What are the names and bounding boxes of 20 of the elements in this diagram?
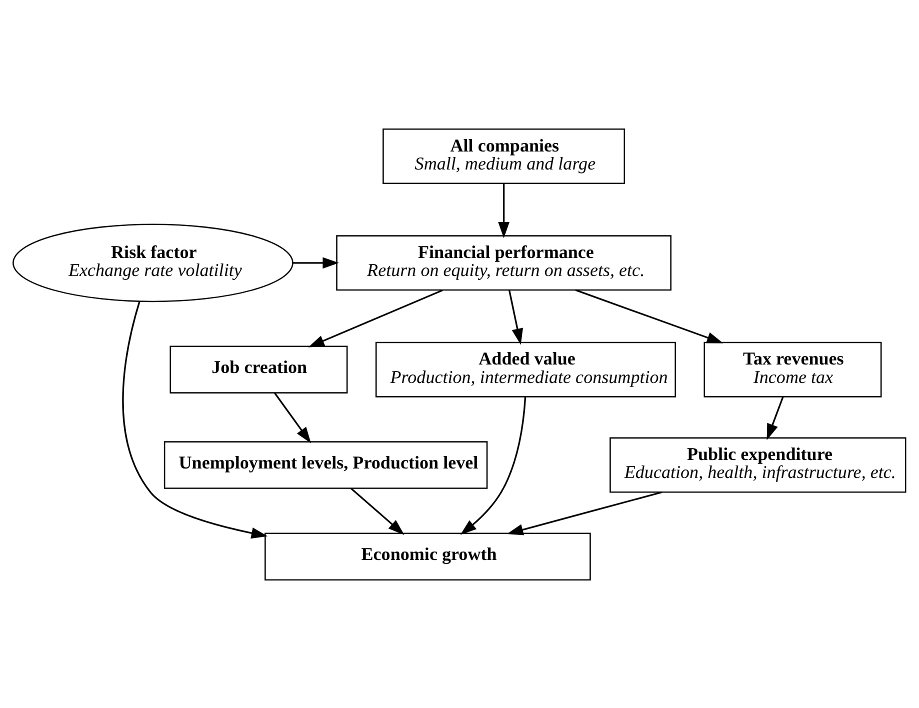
arrow	[498, 183, 510, 238]
node-box: Financial performance Return on equity, return on assets, etc.	[336, 234, 672, 290]
arrow	[508, 290, 523, 344]
node-box: Job creation	[170, 345, 348, 393]
arrow	[292, 256, 339, 268]
arrow	[308, 288, 443, 347]
arrow	[350, 487, 404, 534]
node-ellipse: Risk factor Exchange rate volatility	[12, 223, 294, 302]
node-box: Unemployment levels, Production level	[164, 440, 488, 488]
node-box: Economic growth	[264, 532, 591, 580]
arrow	[122, 300, 268, 538]
arrow	[274, 392, 312, 443]
node-box: Public expenditure Education, health, infrastructure, etc.	[610, 436, 906, 492]
arrow	[575, 288, 724, 343]
node-box: Tax revenues Income tax	[704, 341, 882, 397]
node-box: Added value Production, intermediate consumption	[375, 341, 676, 397]
arrow	[506, 490, 662, 535]
node-box: All companies Small, medium and large	[382, 128, 626, 184]
arrow	[460, 396, 526, 534]
arrow	[766, 396, 784, 440]
